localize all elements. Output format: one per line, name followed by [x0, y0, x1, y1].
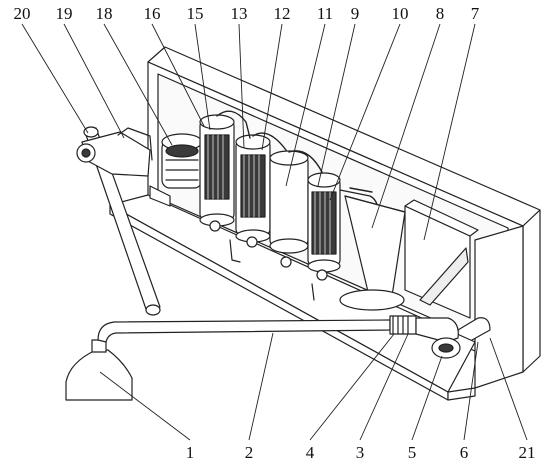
callout-label: 16: [143, 4, 161, 23]
callout-label: 9: [350, 4, 360, 23]
callout-label: 12: [273, 4, 291, 23]
filter-column-b: [235, 134, 271, 243]
callout-label: 2: [244, 443, 254, 462]
callout-label: 20: [13, 4, 31, 23]
callout-label: 13: [230, 4, 248, 23]
hopper: [339, 195, 406, 311]
callout-label: 18: [95, 4, 113, 23]
callout-label: 11: [316, 4, 334, 23]
exhaust-pipe: [83, 126, 161, 316]
callout-label: 19: [55, 4, 73, 23]
leader-lines: [21, 23, 528, 441]
fan-unit: [76, 127, 153, 177]
callout-label: 1: [185, 443, 195, 462]
bottom-fittings: [209, 220, 328, 301]
callout-label: 15: [186, 4, 204, 23]
filter-column-a: [199, 114, 235, 227]
side-panel: [404, 199, 479, 319]
callout-label: 5: [407, 443, 417, 462]
callout-label: 21: [518, 443, 536, 462]
callout-label: 10: [391, 4, 409, 23]
suction-hood: [65, 339, 133, 401]
callout-label: 3: [355, 443, 365, 462]
valve-assembly: [389, 315, 491, 359]
top-pipes: [216, 110, 379, 213]
callout-label: 4: [305, 443, 315, 462]
callout-label: 7: [470, 4, 480, 23]
callout-label: 6: [459, 443, 469, 462]
tank: [269, 150, 309, 254]
callout-label: 8: [435, 4, 445, 23]
filter-column-c: [307, 172, 341, 273]
